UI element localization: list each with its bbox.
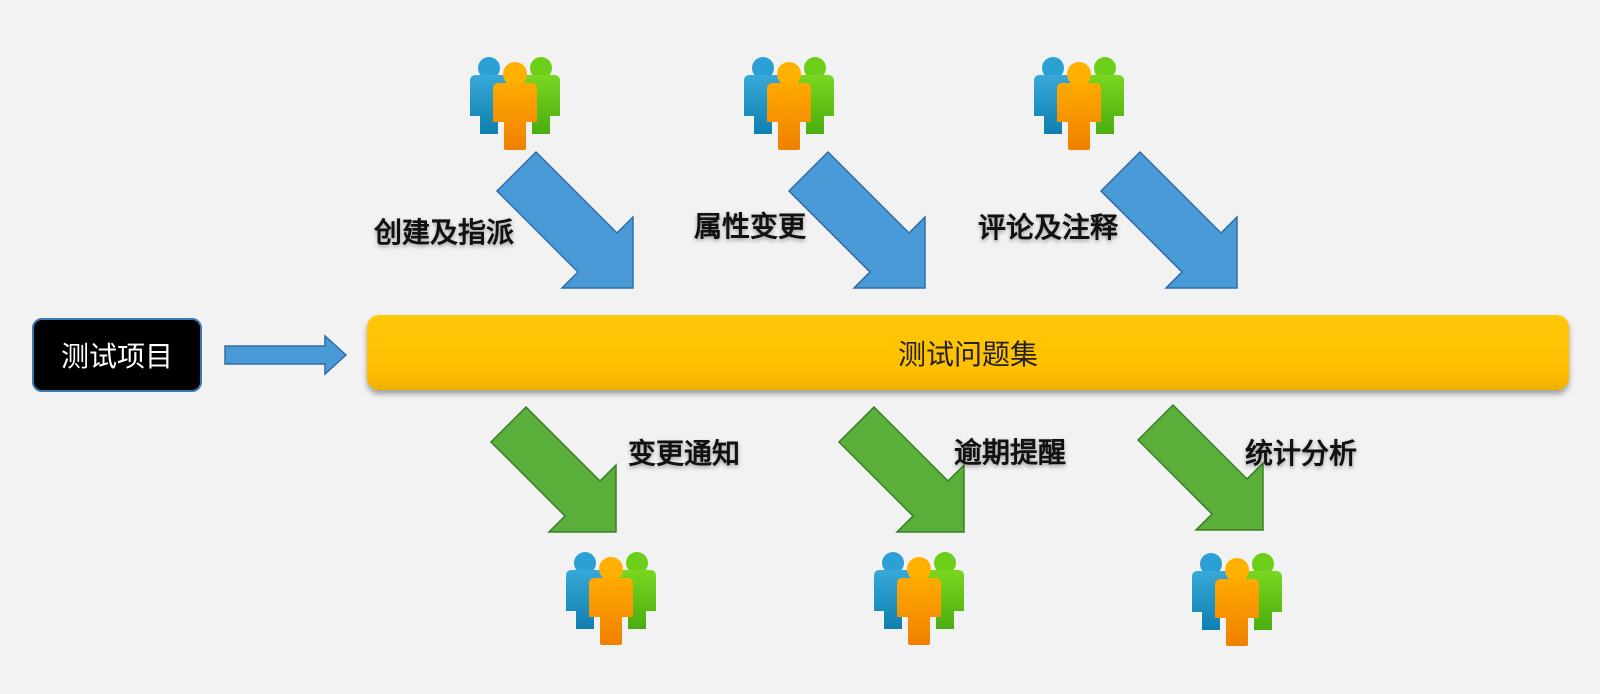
user-group-icon: [1034, 57, 1124, 150]
input-label-comment-annotate: 评论及注释: [978, 211, 1119, 244]
output-arrow: [1136, 403, 1264, 531]
user-group-icon: [470, 57, 560, 150]
input-arrow: [787, 150, 926, 289]
output-label-statistics: 统计分析: [1245, 437, 1358, 470]
input-arrow: [1099, 150, 1238, 289]
hub-bar-test-issues: 测试问题集: [367, 315, 1569, 390]
input-label-attribute-change: 属性变更: [694, 210, 807, 243]
source-label: 测试项目: [60, 340, 173, 373]
source-box-test-project: 测试项目: [32, 318, 202, 392]
output-arrow: [489, 405, 617, 533]
source-arrow: [224, 334, 348, 376]
hub-label: 测试问题集: [897, 337, 1038, 371]
output-label-change-notice: 变更通知: [628, 437, 741, 470]
output-arrow: [837, 405, 965, 533]
user-group-icon: [744, 57, 834, 150]
input-label-create-assign: 创建及指派: [374, 216, 515, 249]
user-group-icon: [874, 552, 964, 645]
user-group-icon: [566, 552, 656, 645]
output-label-overdue-reminder: 逾期提醒: [954, 436, 1067, 469]
user-group-icon: [1192, 553, 1282, 646]
input-arrow: [495, 150, 634, 289]
